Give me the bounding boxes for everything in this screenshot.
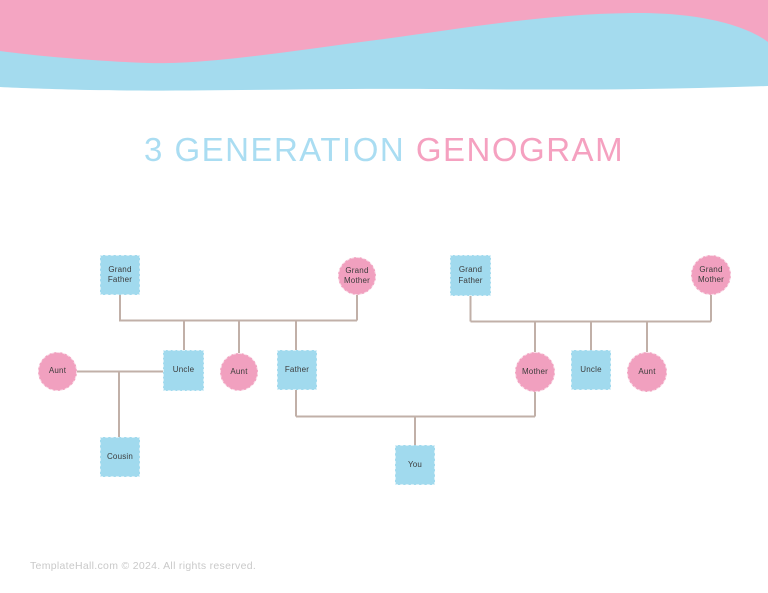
- node-label: Uncle: [580, 364, 602, 374]
- node-grandmother-left: Grand Mother: [338, 257, 376, 295]
- right-family-connectors: [469, 294, 712, 352]
- page-title: 3 GENERATION GENOGRAM: [0, 131, 768, 169]
- wave-pink-shape: [0, 0, 768, 64]
- node-label: Aunt: [638, 366, 656, 376]
- node-mother: Mother: [515, 352, 555, 392]
- node-grandmother-right: Grand Mother: [691, 255, 731, 295]
- node-label: Aunt: [48, 366, 67, 376]
- footer-copyright: TemplateHall.com © 2024. All rights rese…: [30, 560, 257, 572]
- node-label: Mother: [521, 366, 549, 376]
- node-aunt-married-left: Aunt: [38, 352, 77, 391]
- title-genogram-text: GENOGRAM: [415, 131, 625, 168]
- left-family-connectors: [77, 293, 358, 437]
- node-aunt-right: Aunt: [627, 352, 667, 392]
- node-you: You: [395, 445, 435, 485]
- node-label: You: [407, 459, 423, 469]
- node-grandfather-right: Grand Father: [450, 255, 491, 296]
- parents-child-connectors: [295, 390, 536, 445]
- node-label: Father: [284, 364, 310, 374]
- node-label: Grand Mother: [697, 264, 725, 284]
- node-aunt-left: Aunt: [220, 353, 258, 391]
- node-grandfather-left: Grand Father: [100, 255, 140, 295]
- wave-header-graphic: [0, 0, 768, 91]
- node-label: Aunt: [230, 366, 248, 376]
- node-label: Grand Father: [107, 264, 133, 284]
- node-label: Uncle: [172, 365, 195, 375]
- node-label: Grand Mother: [343, 265, 371, 285]
- title-generation-text: 3 GENERATION: [143, 131, 416, 168]
- node-label: Cousin: [106, 451, 134, 461]
- node-uncle-right: Uncle: [571, 350, 611, 390]
- node-cousin: Cousin: [100, 437, 140, 477]
- node-label: Grand Father: [458, 265, 483, 285]
- node-father: Father: [277, 350, 317, 390]
- node-uncle-left: Uncle: [163, 350, 204, 391]
